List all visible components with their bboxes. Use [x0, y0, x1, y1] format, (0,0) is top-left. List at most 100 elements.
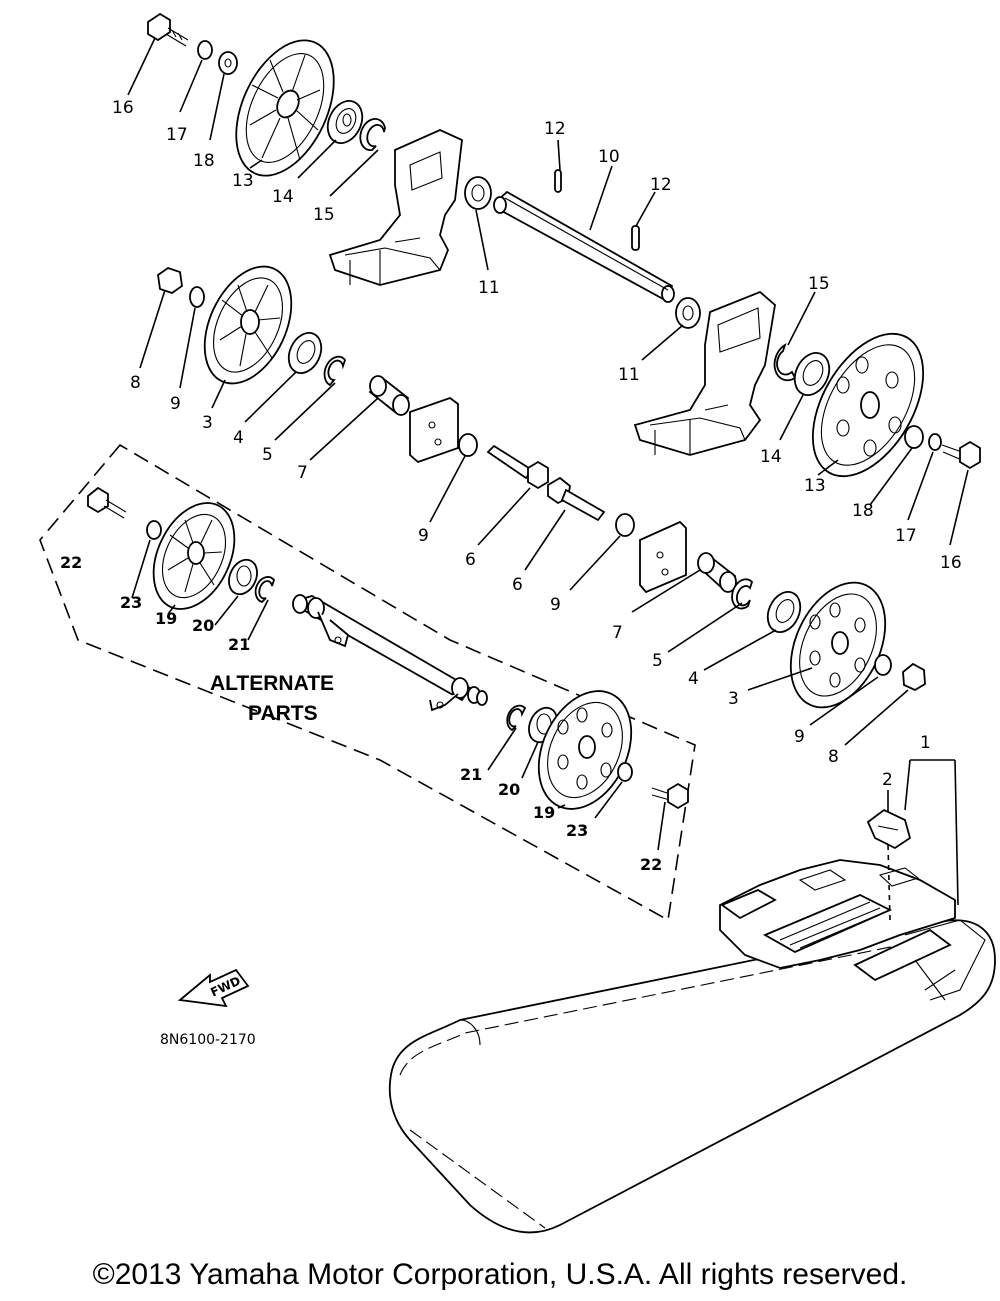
alternate-parts-label-line1: ALTERNATE	[210, 672, 334, 695]
callout-23-left: 23	[120, 593, 142, 612]
callout-16-right: 16	[940, 553, 962, 573]
center-axle-assembly	[464, 169, 701, 329]
bearing-4-left	[287, 332, 323, 374]
exploded-parts-diagram: FWD 16 17 18 13 14 15 12 10 12 11 11 15 …	[39, 12, 996, 1234]
callout-6-right: 6	[512, 575, 523, 595]
callout-21-left: 21	[228, 635, 250, 654]
leader-lines-middle-left	[139, 289, 379, 461]
callout-22-right: 22	[640, 855, 662, 874]
circlip-21-left	[254, 576, 276, 604]
copyright-notice: ©2013 Yamaha Motor Corporation, U.S.A. A…	[92, 1258, 908, 1291]
circlip-15-right	[773, 342, 797, 382]
callout-17-right: 17	[895, 526, 917, 546]
nut-8-right	[902, 662, 926, 692]
callout-22-left: 22	[60, 553, 82, 572]
upper-left-wheel-assembly	[147, 12, 386, 177]
washer-11-left	[464, 176, 492, 210]
callout-7-left: 7	[297, 463, 308, 483]
washer-9-right	[874, 654, 892, 676]
callout-21-right: 21	[460, 765, 482, 784]
callout-10: 10	[598, 147, 620, 167]
callout-labels: 16 17 18 13 14 15 12 10 12 11 11 15 8 9 …	[112, 98, 962, 790]
washer-23-right	[617, 762, 633, 782]
callout-16-upper: 16	[112, 98, 134, 118]
circlip-21-right	[506, 704, 527, 732]
callout-11-left: 11	[478, 278, 500, 298]
callout-7-right: 7	[612, 623, 623, 643]
callout-2: 2	[882, 770, 893, 790]
callout-9-center-left: 9	[418, 526, 429, 546]
leader-lines-alternate-right	[487, 727, 666, 851]
callout-11-right: 11	[618, 365, 640, 385]
bolt-6-right	[547, 476, 606, 522]
nut-8-left	[157, 267, 183, 294]
bearing-20-left	[228, 558, 258, 596]
leader-lines-track	[887, 759, 959, 921]
mounting-plate-left	[409, 396, 459, 464]
idler-wheel-13-upper	[235, 39, 335, 177]
callout-13-right: 13	[804, 476, 826, 496]
callout-6-left: 6	[465, 550, 476, 570]
alternate-right-group	[506, 690, 689, 810]
diagram-code: 8N6100-2170	[160, 1032, 256, 1048]
alternate-left-group	[87, 486, 276, 610]
callout-3-left: 3	[202, 413, 213, 433]
callout-19-left: 19	[155, 609, 177, 628]
callout-17-upper: 17	[166, 125, 188, 145]
wheel-19-right	[537, 690, 633, 810]
washer-18-upper	[218, 51, 238, 75]
drive-track-1	[388, 859, 996, 1234]
leader-lines-alternate-left	[131, 539, 269, 641]
callout-18-upper: 18	[193, 151, 215, 171]
alternate-axle	[292, 594, 488, 712]
middle-left-wheel-assembly	[157, 265, 459, 464]
lock-washer-17-right	[928, 433, 942, 451]
upper-right-wheel-assembly	[773, 332, 981, 478]
alternate-callout-labels: 22 23 19 20 21 21 20 19 23 22	[60, 553, 662, 874]
circlip-15-upper	[359, 118, 386, 151]
circlip-5-right	[731, 578, 754, 610]
leader-lines-upper-right	[779, 291, 969, 546]
washer-9-center-left	[458, 433, 478, 457]
callout-13-upper: 13	[232, 171, 254, 191]
bolt-6-left	[486, 444, 549, 490]
roll-pin-12-upper	[554, 169, 562, 193]
callout-14-upper: 14	[272, 187, 294, 207]
bolt-22-right	[651, 782, 689, 810]
wheel-19-left	[152, 502, 236, 610]
callout-12-upper: 12	[544, 119, 566, 139]
callout-23-right: 23	[566, 821, 588, 840]
callout-15-upper: 15	[313, 205, 335, 225]
leader-lines-axle	[475, 139, 684, 361]
washer-9-left	[189, 286, 205, 308]
circlip-5-left	[323, 355, 347, 387]
track-clip-2	[866, 808, 912, 850]
callout-9-center-right: 9	[550, 595, 561, 615]
callout-5-right: 5	[652, 651, 663, 671]
bearing-4-right	[766, 591, 802, 633]
collar-7-left	[368, 375, 410, 416]
mounting-plate-right	[639, 520, 687, 594]
washer-9-center-right	[615, 513, 635, 537]
lock-washer-17-upper	[197, 40, 213, 60]
callout-9-right: 9	[794, 727, 805, 747]
callout-8-left: 8	[130, 373, 141, 393]
callout-15-right: 15	[808, 274, 830, 294]
callout-20-right: 20	[498, 780, 520, 799]
callout-9-left: 9	[170, 394, 181, 414]
bolt-16-upper	[147, 12, 189, 47]
callout-5-left: 5	[262, 445, 273, 465]
callout-12-lower: 12	[650, 175, 672, 195]
fwd-arrow-icon: FWD	[177, 968, 250, 1008]
left-slide-bracket	[328, 129, 463, 286]
bearing-14-upper	[326, 100, 364, 144]
middle-right-wheel-assembly	[639, 520, 926, 709]
callout-20-left: 20	[192, 616, 214, 635]
center-bolts	[458, 433, 635, 537]
wheel-3-right	[789, 581, 887, 709]
bolt-16-right	[941, 440, 981, 470]
wheel-3-left	[203, 265, 293, 385]
callout-18-right: 18	[852, 501, 874, 521]
collar-7-right	[697, 552, 737, 593]
washer-18-right	[904, 425, 924, 449]
